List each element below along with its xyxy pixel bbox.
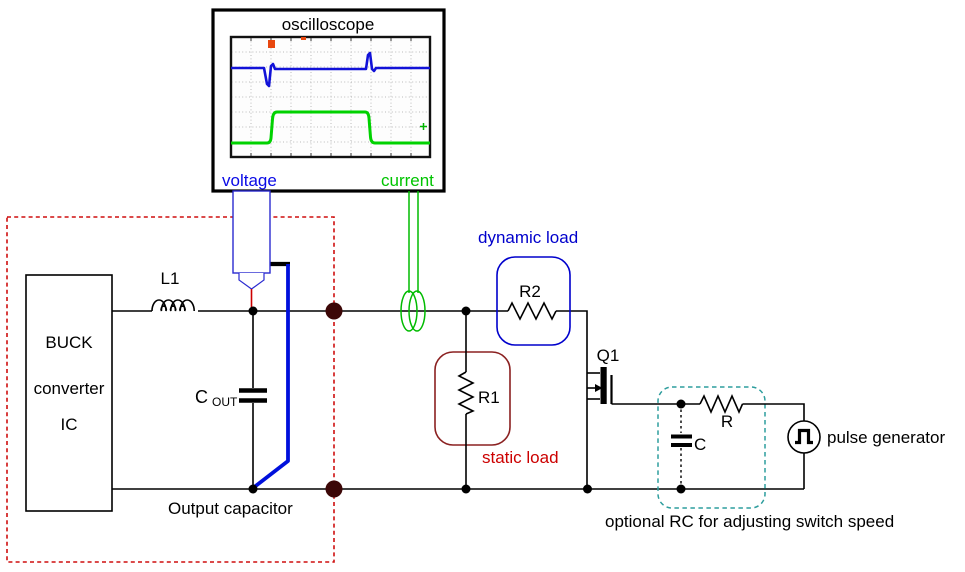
q1-channel-bar [600,367,607,404]
junction-dot [583,484,592,494]
q1-mosfet [587,367,700,405]
current-label: current [381,171,434,190]
junction-dot [676,484,686,494]
voltage-trace [231,51,430,88]
static-load-box [434,351,511,446]
inductor-l1 [151,299,195,312]
output-capacitor-caption: Output capacitor [168,499,293,518]
scope-plus-marker-icon [420,123,427,130]
dynamic-load-box [496,256,571,346]
r2-resistor [507,301,557,321]
top-rail-to-q1 [556,310,588,489]
pulse-icon [795,428,813,445]
cout-sub-label: OUT [212,395,238,409]
r1-label: R1 [478,388,500,407]
buck-ic-box [25,274,113,512]
junction-dot [461,306,471,316]
q1-body-arrow-icon [595,384,603,392]
r1-branch [457,311,475,489]
rc-network [671,394,805,489]
junction-dot [248,306,258,316]
junction-dot [248,484,258,494]
oscilloscope-title: oscilloscope [282,15,375,34]
dynamic-load-label: dynamic load [478,228,578,247]
buck-ic-line1: BUCK [45,333,93,352]
pulse-generator-circle [787,420,821,454]
rc-r-label: R [721,412,733,431]
oscilloscope-panel: oscilloscope voltage current [211,8,446,193]
output-terminal-dots [325,302,343,498]
output-node-dot [325,302,343,320]
rc-resistor [699,394,744,414]
rc-box [657,386,766,509]
static-load-label: static load [482,448,559,467]
converter-boundary-box [6,216,335,563]
current-trace [231,110,430,145]
voltage-label: voltage [222,171,277,190]
pulse-generator-label: pulse generator [827,428,945,447]
junction-dot [461,484,471,494]
buck-ic-line2: converter [34,379,105,398]
probe-tip-icon [238,273,265,290]
l1-label: L1 [161,269,180,288]
r2-label: R2 [519,282,541,301]
rc-c-label: C [694,435,706,454]
probe-body [232,190,271,274]
voltage-probe [232,190,290,490]
current-probe [400,191,426,332]
trigger-marker-icon [268,40,275,48]
trigger-tick-icon [301,37,306,40]
probe-ground-lead [251,264,290,490]
junction-dot [676,399,686,409]
current-probe-clamp-icon [408,290,426,332]
output-capacitor-cout [239,311,267,489]
junction-dots [248,306,686,494]
rc-to-generator-wire [742,403,805,421]
r1-resistor [457,371,475,415]
q1-label: Q1 [597,346,620,365]
cout-label: C [195,387,208,407]
scope-border-ticks [250,38,412,156]
rc-note-label: optional RC for adjusting switch speed [605,512,894,531]
buck-ic-line3: IC [61,415,78,434]
pulse-generator-symbol [787,420,821,489]
current-probe-clamp-icon [400,290,418,332]
output-node-dot [325,480,343,498]
